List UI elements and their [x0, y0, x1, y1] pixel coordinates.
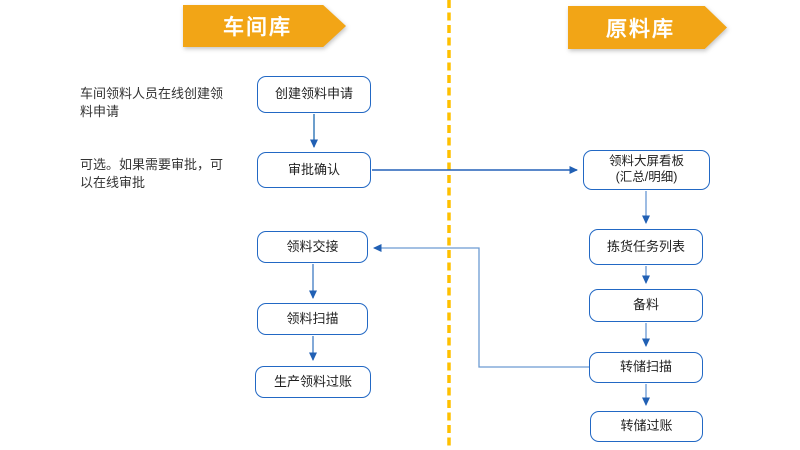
flow-node-transfer-scan: 转储扫描 [589, 352, 703, 383]
flow-node-material-staging-label: 备料 [632, 297, 659, 313]
raw-material-banner-label: 原料库 [606, 17, 675, 41]
raw-material-banner-arrow-shape: 原料库 [568, 6, 727, 49]
flow-node-create-request-label: 创建领料申请 [274, 86, 353, 102]
workshop-banner-arrow-shape: 车间库 [183, 5, 346, 47]
flow-node-approve-confirm: 审批确认 [257, 152, 371, 188]
workshop-banner-label: 车间库 [223, 16, 292, 39]
annotation-create-request: 车间领料人员在线创建领料申请 [80, 86, 224, 119]
flow-node-transfer-scan-label: 转储扫描 [619, 359, 672, 375]
flow-node-transfer-posting: 转储过账 [590, 411, 703, 442]
flow-node-dashboard: 领料大屏看板 (汇总/明细) [583, 150, 710, 190]
flow-node-material-scan: 领料扫描 [257, 303, 368, 335]
flow-node-dashboard-label-line1: 领料大屏看板 [608, 154, 684, 169]
flow-node-create-request: 创建领料申请 [257, 76, 371, 113]
flow-node-transfer-posting-label: 转储过账 [620, 418, 673, 434]
flow-node-picking-task-list-label: 拣货任务列表 [606, 238, 685, 254]
connector-transfer-scan-to-handover [373, 244, 589, 368]
flow-node-material-handover-label: 领料交接 [286, 238, 339, 254]
lane-banner-raw-material: 原料库 [568, 6, 727, 49]
flow-node-material-handover: 领料交接 [257, 231, 368, 263]
annotation-approval-optional: 可选。如果需要审批，可以在线审批 [80, 157, 224, 190]
flow-node-picking-task-list: 拣货任务列表 [589, 229, 703, 265]
flow-node-dashboard-label-line2: (汇总/明细) [615, 170, 678, 184]
lane-banner-workshop: 车间库 [183, 5, 346, 47]
flow-node-approve-confirm-label: 审批确认 [287, 161, 340, 177]
flow-node-material-staging: 备料 [589, 289, 703, 322]
flow-node-production-issue-posting-label: 生产领料过账 [273, 373, 352, 389]
flow-node-material-scan-label: 领料扫描 [286, 310, 339, 326]
flow-node-production-issue-posting: 生产领料过账 [255, 366, 371, 398]
